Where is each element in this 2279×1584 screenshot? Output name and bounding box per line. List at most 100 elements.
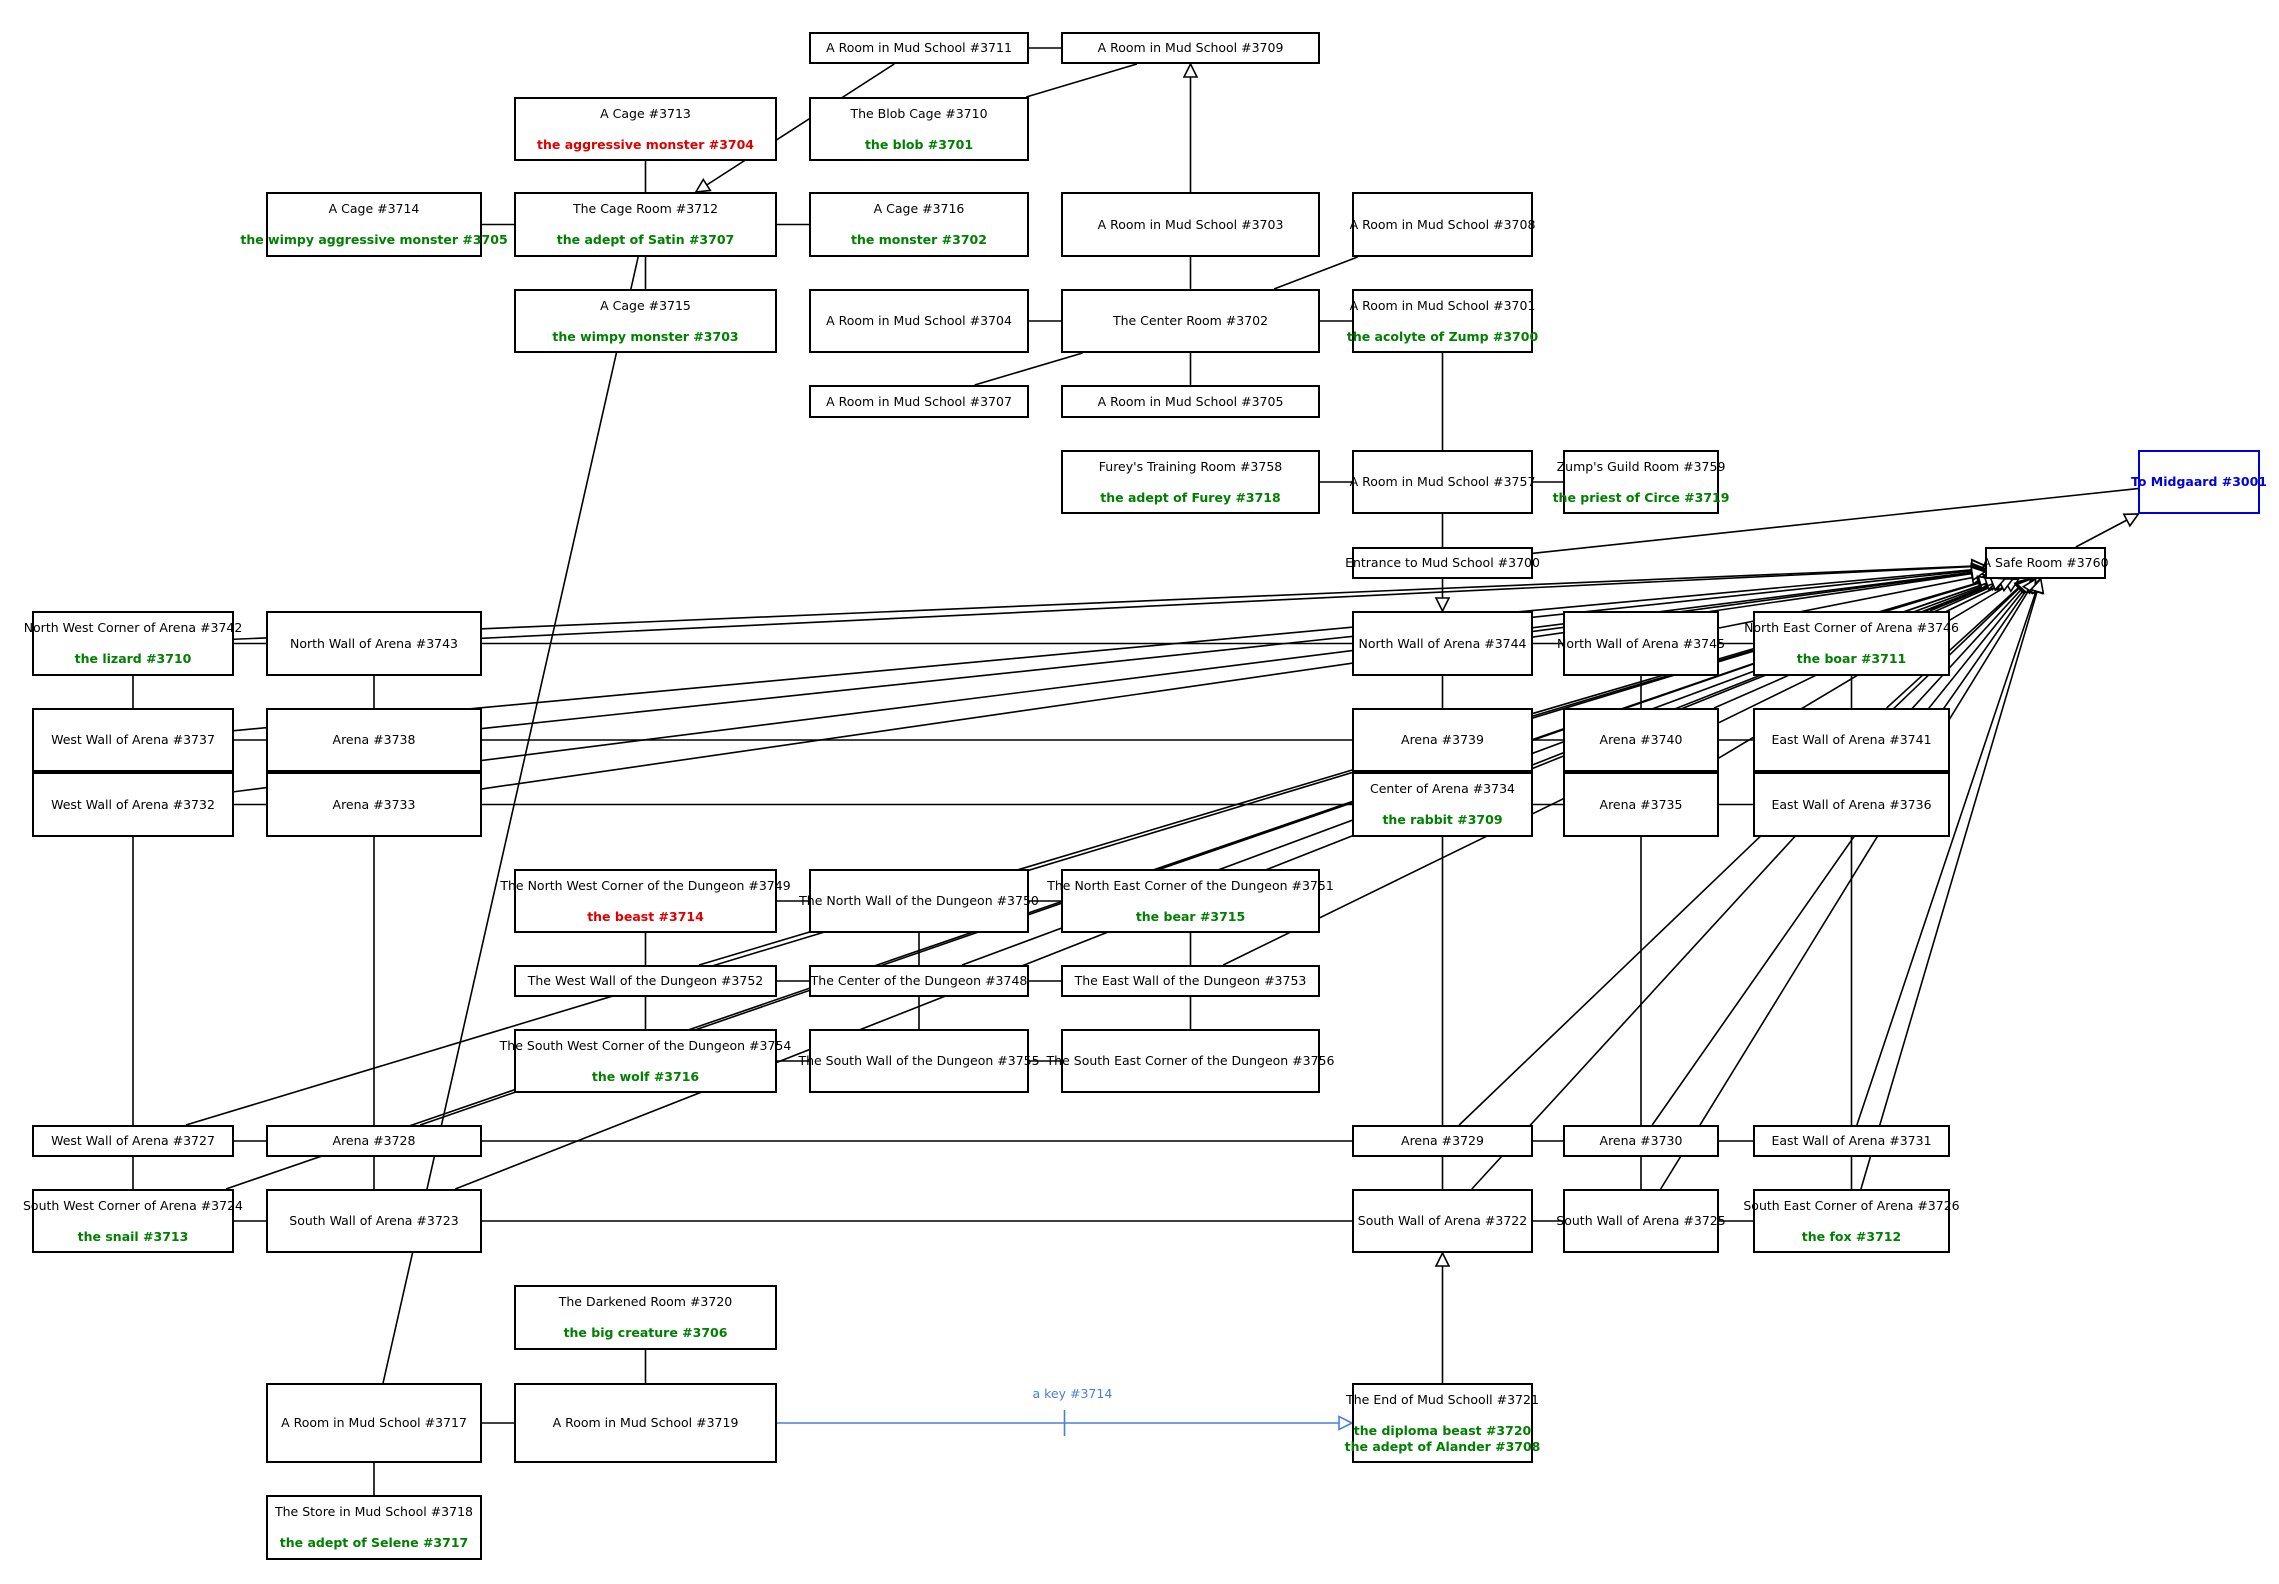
room-3740[interactable]: Arena #3740 [1563, 708, 1719, 772]
room-3703[interactable]: A Room in Mud School #3703 [1061, 192, 1320, 257]
room-title: The South East Corner of the Dungeon #37… [1046, 1053, 1335, 1068]
room-3743[interactable]: North Wall of Arena #3743 [266, 611, 482, 676]
mob-label: the rabbit #3709 [1382, 812, 1503, 827]
mob-label: the adept of Furey #3718 [1100, 489, 1281, 505]
room-title: Arena #3740 [1599, 732, 1683, 747]
room-title: A Cage #3713 [600, 105, 691, 121]
room-3754[interactable]: The South West Corner of the Dungeon #37… [500, 1029, 791, 1093]
room-3755[interactable]: The South Wall of the Dungeon #3755 [798, 1029, 1040, 1093]
room-3756[interactable]: The South East Corner of the Dungeon #37… [1047, 1029, 1334, 1093]
room-title: North Wall of Arena #3744 [1358, 635, 1527, 651]
mob-label: the blob #3701 [864, 136, 974, 152]
room-3753[interactable]: The East Wall of the Dungeon #3753 [1061, 965, 1320, 997]
room-title: South East Corner of Arena #3726 [1743, 1197, 1960, 1213]
room-3700[interactable]: Entrance to Mud School #3700 [1345, 547, 1540, 579]
room-3752[interactable]: The West Wall of the Dungeon #3752 [514, 965, 777, 997]
room-3708[interactable]: A Room in Mud School #3708 [1350, 192, 1535, 257]
room-title: The North West Corner of the Dungeon #37… [500, 877, 791, 893]
room-3745[interactable]: North Wall of Arena #3745 [1557, 611, 1725, 676]
room-3722[interactable]: South Wall of Arena #3722 [1352, 1189, 1533, 1253]
room-3705[interactable]: A Room in Mud School #3705 [1061, 385, 1320, 418]
arrowhead [1989, 576, 2008, 592]
mob-label: the diploma beast #3720 [1353, 1422, 1532, 1438]
room-3735[interactable]: Arena #3735 [1563, 772, 1719, 837]
arrowhead [2017, 577, 2034, 595]
room-3709[interactable]: A Room in Mud School #3709 [1061, 32, 1320, 64]
arrowhead [2029, 577, 2045, 595]
room-title: South Wall of Arena #3723 [289, 1213, 459, 1228]
room-3749[interactable]: The North West Corner of the Dungeon #37… [500, 869, 791, 933]
room-3001[interactable]: To Midgaard #3001 [2131, 450, 2267, 514]
room-title: A Room in Mud School #3701 [1349, 297, 1536, 313]
arrowhead [2028, 577, 2044, 595]
room-3748[interactable]: The Center of the Dungeon #3748 [809, 965, 1029, 997]
room-3737[interactable]: West Wall of Arena #3737 [32, 708, 234, 772]
room-3711[interactable]: A Room in Mud School #3711 [809, 32, 1029, 64]
room-title: The North Wall of the Dungeon #3750 [799, 893, 1039, 908]
room-title: The Center of the Dungeon #3748 [810, 973, 1028, 988]
room-title: A Room in Mud School #3709 [1097, 40, 1284, 55]
room-3738[interactable]: Arena #3738 [266, 708, 482, 772]
room-3759[interactable]: Zump's Guild Room #3759 the priest of Cir… [1553, 450, 1729, 514]
room-3734[interactable]: Center of Arena #3734 the rabbit #3709 [1352, 772, 1533, 837]
room-3741[interactable]: East Wall of Arena #3741 [1753, 708, 1950, 772]
room-3751[interactable]: The North East Corner of the Dungeon #37… [1047, 869, 1334, 933]
room-3744[interactable]: North Wall of Arena #3744 [1352, 611, 1533, 676]
room-title: East Wall of Arena #3731 [1771, 1133, 1932, 1148]
room-title: Arena #3739 [1401, 732, 1484, 747]
room-3704[interactable]: A Room in Mud School #3704 [809, 289, 1029, 353]
room-3750[interactable]: The North Wall of the Dungeon #3750 [799, 869, 1039, 933]
key-link-label: a key #3714 [1032, 1386, 1113, 1401]
room-3760[interactable]: A Safe Room #3760 [1982, 547, 2109, 579]
room-3723[interactable]: South Wall of Arena #3723 [266, 1189, 482, 1253]
room-3758[interactable]: Furey's Training Room #3758 the adept of … [1061, 450, 1320, 514]
arrowhead [1434, 597, 1451, 613]
room-title: South West Corner of Arena #3724 [23, 1197, 243, 1213]
arrowhead [1434, 1251, 1451, 1267]
room-3701[interactable]: A Room in Mud School #3701 the acolyte of… [1347, 289, 1538, 353]
room-3717[interactable]: A Room in Mud School #3717 [266, 1383, 482, 1463]
room-3725[interactable]: South Wall of Arena #3725 [1556, 1189, 1726, 1253]
room-3732[interactable]: West Wall of Arena #3732 [32, 772, 234, 837]
room-3736[interactable]: East Wall of Arena #3736 [1753, 772, 1950, 837]
mob-label: the priest of Circe #3719 [1552, 489, 1730, 505]
arrowhead [2122, 513, 2140, 528]
room-3757[interactable]: A Room in Mud School #3757 [1350, 450, 1535, 514]
mob-label: the wimpy aggressive monster #3705 [240, 232, 508, 247]
room-title: Arena #3738 [332, 732, 416, 747]
arrowhead [2020, 577, 2036, 595]
mob-label: the acolyte of Zump #3700 [1346, 328, 1539, 344]
room-3707[interactable]: A Room in Mud School #3707 [809, 385, 1029, 418]
room-3739[interactable]: Arena #3739 [1352, 708, 1533, 772]
room-title: South Wall of Arena #3722 [1357, 1213, 1528, 1228]
room-3728[interactable]: Arena #3728 [266, 1125, 482, 1157]
room-title: Furey's Training Room #3758 [1098, 458, 1283, 474]
room-3727[interactable]: West Wall of Arena #3727 [32, 1125, 234, 1157]
mob-label: the beast #3714 [587, 908, 704, 924]
room-title: Arena #3733 [332, 796, 416, 812]
room-title: Center of Arena #3734 [1369, 781, 1515, 796]
room-3730[interactable]: Arena #3730 [1563, 1125, 1719, 1157]
room-title: A Room in Mud School #3717 [281, 1415, 467, 1430]
room-3719[interactable]: A Room in Mud School #3719 [514, 1383, 777, 1463]
room-3729[interactable]: Arena #3729 [1352, 1125, 1533, 1157]
room-title: Zump's Guild Room #3759 [1556, 458, 1726, 474]
arrowhead [2021, 577, 2037, 595]
room-3731[interactable]: East Wall of Arena #3731 [1753, 1125, 1950, 1157]
room-3702[interactable]: The Center Room #3702 [1061, 289, 1320, 353]
room-3733[interactable]: Arena #3733 [266, 772, 482, 837]
room-title: Entrance to Mud School #3700 [1345, 555, 1540, 570]
